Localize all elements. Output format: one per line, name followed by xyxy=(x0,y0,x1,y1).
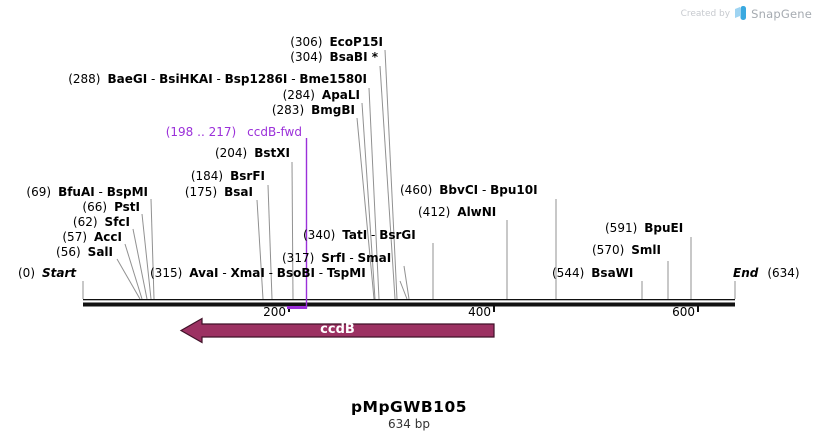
end-label: End(634) xyxy=(733,266,800,280)
tick-label-200: 200 xyxy=(263,305,286,319)
enzyme-site-306: (306)EcoP15I xyxy=(290,35,383,49)
leader-line xyxy=(356,117,375,300)
tick-label-600: 600 xyxy=(672,305,695,319)
ccdb-gene-label: ccdB xyxy=(320,322,355,337)
ccdb-gene-arrow xyxy=(179,317,495,344)
enzyme-site-69: (69)BfuAI - BspMI xyxy=(26,185,148,199)
enzyme-site-591: (591)BpuEI xyxy=(605,221,684,235)
leader-line xyxy=(379,65,396,300)
enzyme-site-304: (304)BsaBI * xyxy=(290,50,378,64)
axis-tick-400 xyxy=(493,306,495,312)
plasmid-name: pMpGWB105 xyxy=(350,398,468,416)
leader-line xyxy=(141,213,152,300)
leader-lines xyxy=(82,49,736,300)
enzyme-site-283: (283)BmgBI xyxy=(271,103,355,117)
enzyme-site-570: (570)SmlI xyxy=(592,243,662,257)
axis-tick-200 xyxy=(288,306,290,312)
created-by-text: Created by xyxy=(680,9,731,19)
start-label: (0)Start xyxy=(18,266,77,280)
primer-annotation xyxy=(287,138,308,309)
leader-line xyxy=(291,161,294,300)
leader-line xyxy=(267,184,273,300)
axis-tick-600 xyxy=(697,306,699,312)
enzyme-site-288: (288)BaeGI - BsiHKAI - Bsp1286I - Bme158… xyxy=(68,72,367,86)
leader-line xyxy=(384,49,398,300)
leader-line xyxy=(368,87,380,300)
leader-line xyxy=(124,243,143,300)
snapgene-credit: Created by SnapGene xyxy=(681,6,812,22)
enzyme-site-56: (56)SalI xyxy=(56,245,113,259)
enzyme-site-204: (204)BstXI xyxy=(214,146,290,160)
enzyme-site-412: (412)AlwNI xyxy=(418,205,497,219)
leader-line xyxy=(116,258,141,300)
leader-line xyxy=(361,102,376,300)
axis-thin-line xyxy=(83,299,735,301)
leader-line xyxy=(403,265,410,300)
enzyme-site-66: (66)PstI xyxy=(82,200,140,214)
snapgene-logo-icon xyxy=(735,6,747,20)
leader-line xyxy=(132,228,148,300)
axis-thick-line xyxy=(83,302,735,307)
sequence-axis xyxy=(83,299,735,312)
enzyme-site-317: (317)SrfI - SmaI xyxy=(282,251,392,265)
leader-line xyxy=(399,280,408,300)
tick-label-400: 400 xyxy=(468,305,491,319)
leader-line xyxy=(256,199,264,300)
enzyme-site-62: (62)SfcI xyxy=(72,215,130,229)
enzyme-site-175: (175)BsaI xyxy=(184,185,253,199)
enzyme-site-544: (544)BsaWI xyxy=(552,266,634,280)
enzyme-site-315: (315)AvaI - XmaI - BsoBI - TspMI xyxy=(150,266,366,280)
snapgene-brand-text: SnapGene xyxy=(751,7,812,21)
enzyme-site-184: (184)BsrFI xyxy=(190,169,265,183)
plasmid-length: 634 bp xyxy=(388,417,430,431)
leader-line xyxy=(150,198,155,300)
enzyme-site-340: (340)TatI - BsrGI xyxy=(303,228,416,242)
enzyme-site-284: (284)ApaLI xyxy=(282,88,360,102)
enzyme-site-460: (460)BbvCI - Bpu10I xyxy=(400,183,538,197)
primer-label-ccdb-fwd: (198 .. 217)ccdB-fwd xyxy=(165,125,302,139)
enzyme-site-57: (57)AccI xyxy=(62,230,122,244)
